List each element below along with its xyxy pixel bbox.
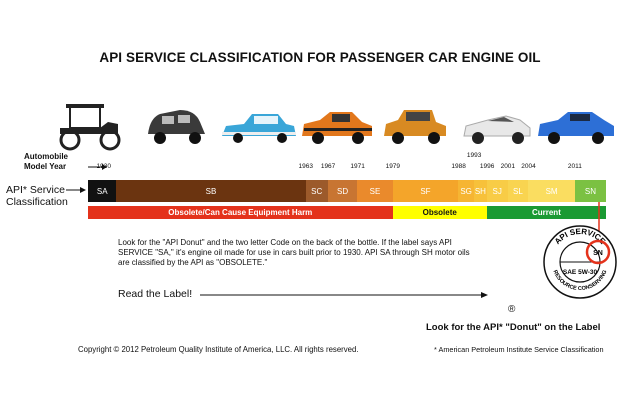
year-1993: 1993 <box>466 152 482 159</box>
model-year-arrow <box>88 164 107 170</box>
year-2011: 2011 <box>567 163 582 170</box>
segment-sf: SF <box>392 180 459 202</box>
segment-sd: SD <box>327 180 358 202</box>
classification-arrow <box>66 187 86 193</box>
segment-sm: SM <box>528 180 575 202</box>
read-label-arrow <box>200 292 488 298</box>
segment-se: SE <box>357 180 393 202</box>
segment-sa: SA <box>88 180 117 202</box>
donut-grade: SAE 5W-30 <box>563 269 598 276</box>
car-1930s-sedan <box>148 110 205 144</box>
year-1996: 1996 <box>479 163 495 170</box>
read-label-text: Read the Label! <box>118 288 193 300</box>
segment-sb: SB <box>116 180 306 202</box>
segment-sl: SL <box>507 180 529 202</box>
footnote-text: * American Petroleum Institute Service C… <box>434 345 604 354</box>
year-2004: 2004 <box>521 163 536 170</box>
car-illustrations <box>59 104 614 151</box>
year-1988: 1988 <box>451 163 466 170</box>
year-1963: 1963 <box>298 163 314 170</box>
status-1: Obsolete <box>392 206 487 219</box>
look-for-donut-text: Look for the API* "Donut" on the Label <box>426 322 601 333</box>
car-1950s-bel-air <box>222 114 296 143</box>
car-1990s-sports-car <box>463 115 531 144</box>
segment-sn: SN <box>574 180 606 202</box>
model-year-label: Automobile Model Year <box>24 152 68 171</box>
car-2010s-challenger <box>538 112 614 144</box>
car-model-t <box>59 104 121 151</box>
segment-sh: SH <box>473 180 487 202</box>
year-1971: 1971 <box>350 163 365 170</box>
year-1930: 1930 <box>96 163 111 170</box>
api-donut: API SERVICE RESOURCE CONSERVING SAE 5W-3… <box>540 222 620 302</box>
year-1979: 1979 <box>385 163 401 170</box>
segment-sc: SC <box>305 180 328 202</box>
year-1967: 1967 <box>320 163 336 170</box>
page-title: API SERVICE CLASSIFICATION FOR PASSENGER… <box>99 50 541 65</box>
car-1970s-chevelle <box>302 112 372 144</box>
copyright-text: Copyright © 2012 Petroleum Quality Insti… <box>78 345 359 354</box>
segment-sg: SG <box>458 180 474 202</box>
donut-highlight-circle <box>585 239 611 265</box>
donut-code: SN <box>593 250 603 257</box>
status-0: Obsolete/Can Cause Equipment Harm <box>88 206 393 219</box>
segment-sj: SJ <box>486 180 508 202</box>
car-1970s-gremlin <box>384 110 446 144</box>
year-2001: 2001 <box>500 163 516 170</box>
api-classification-label: API* Service Classification <box>6 184 68 208</box>
description-text: Look for the "API Donut" and the two let… <box>118 238 470 267</box>
status-2: Current <box>486 206 606 219</box>
registered-mark: ® <box>508 304 516 315</box>
